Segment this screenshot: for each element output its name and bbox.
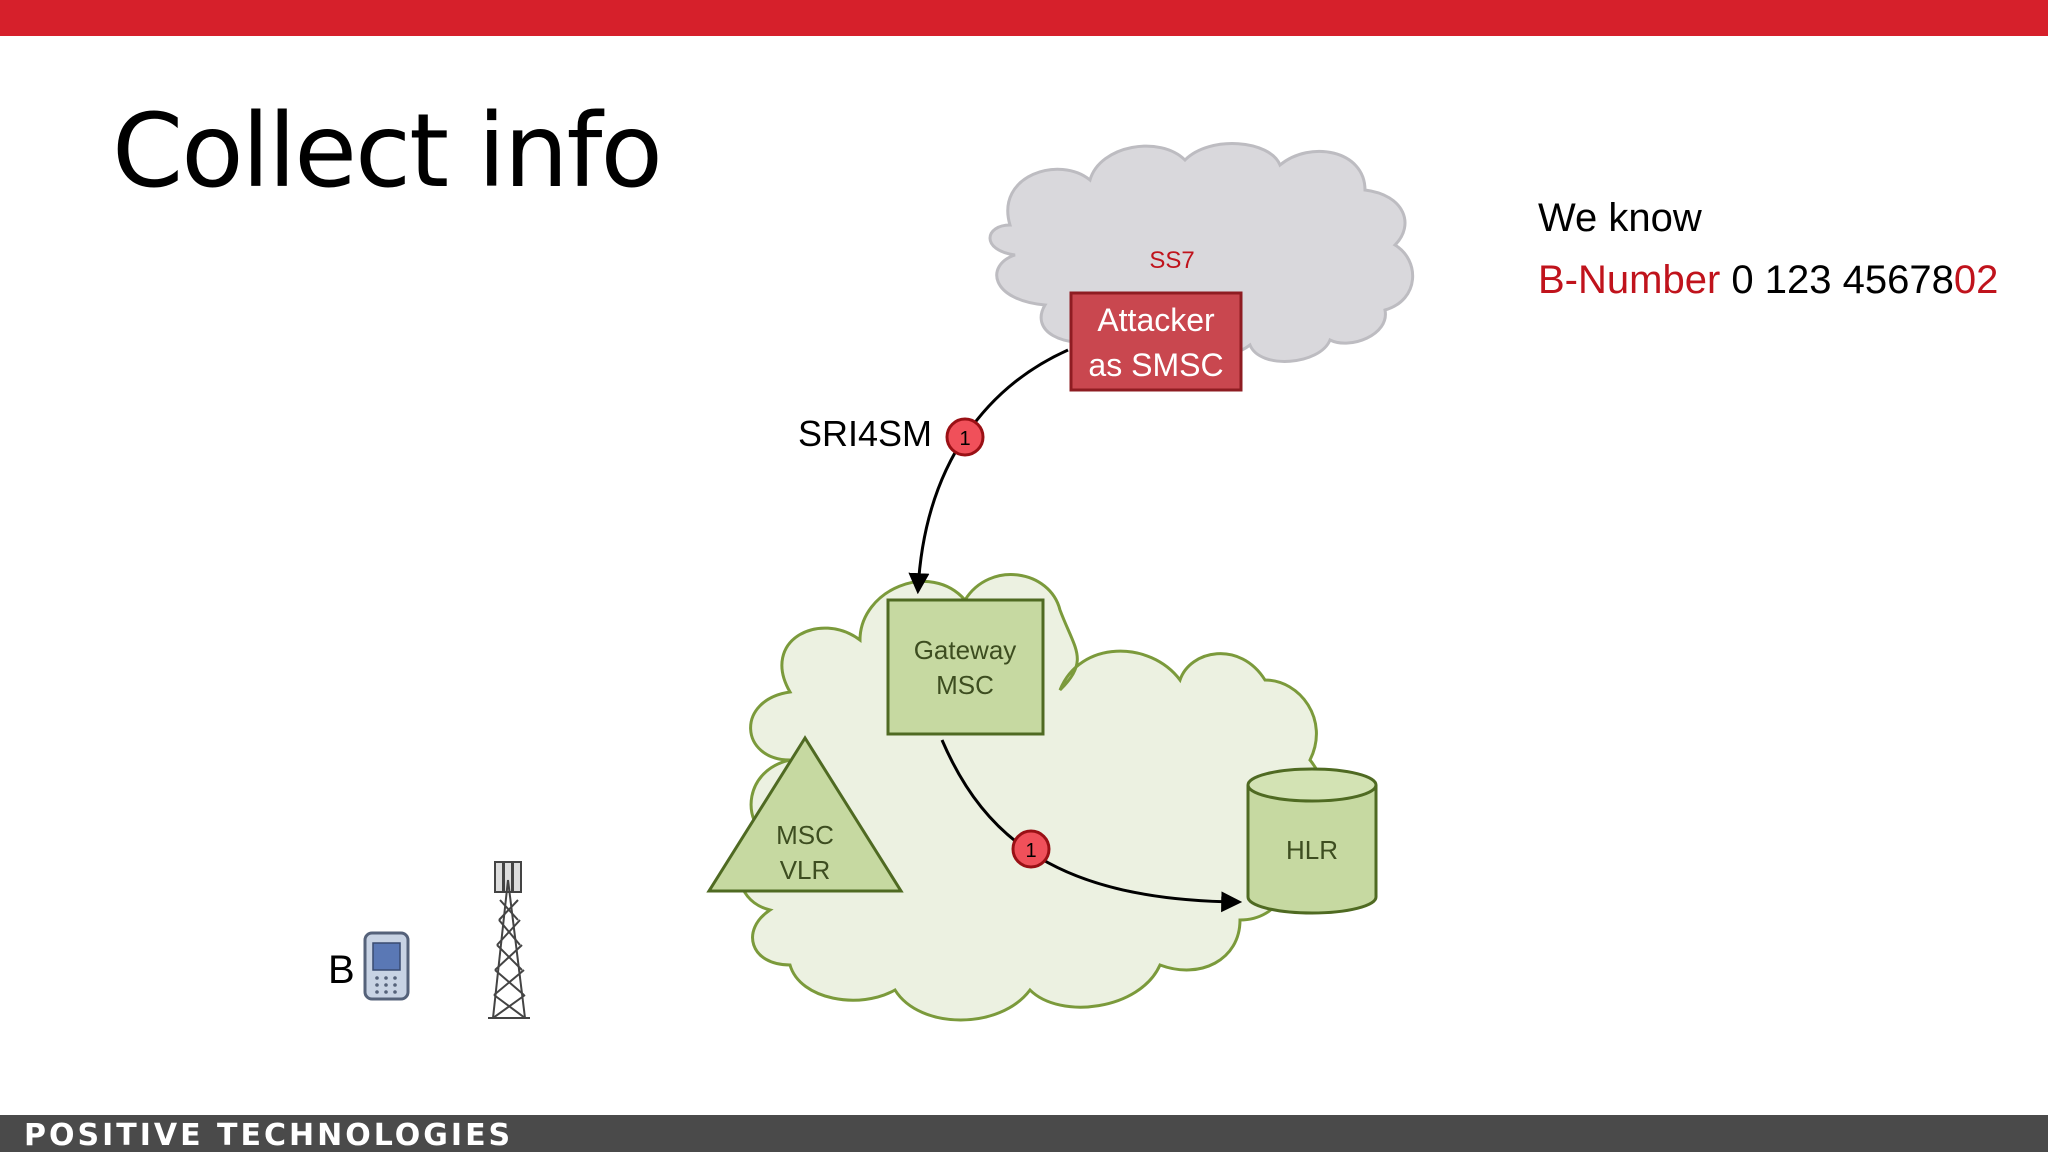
sri4sm-label: SRI4SM <box>798 413 932 454</box>
b-number-main: 0 123 45678 <box>1731 258 1954 302</box>
gateway-label-line1: Gateway <box>914 635 1017 665</box>
known-heading: We know <box>1538 196 1702 240</box>
b-number-suffix: 02 <box>1953 258 1999 302</box>
hlr-database-node: HLR <box>1246 767 1378 915</box>
top-accent-bar <box>0 0 2048 36</box>
b-number-label: B-Number <box>1538 258 1721 302</box>
cell-tower-icon <box>488 861 530 1019</box>
step-badge: 1 <box>1011 829 1051 869</box>
known-b-number: B-Number 0 123 4567802 <box>1538 258 1998 303</box>
hlr-label: HLR <box>1286 835 1338 865</box>
sri4sm-arrow <box>908 348 1069 595</box>
step-badge-number: 1 <box>959 428 970 450</box>
footer-brand-logo: POSITIVE TECHNOLOGIES <box>24 1118 514 1153</box>
msc-vlr-node: MSC VLR <box>706 735 904 893</box>
step-badge-number: 1 <box>1025 840 1036 862</box>
msc-vlr-label-line2: VLR <box>780 855 831 885</box>
mobile-phone-icon <box>363 931 410 1001</box>
gateway-label-line2: MSC <box>936 670 994 700</box>
ss7-label: SS7 <box>1149 247 1194 274</box>
attacker-label-line2: as SMSC <box>1088 347 1223 383</box>
slide-title: Collect info <box>112 92 663 211</box>
subscriber-label: B <box>328 948 355 992</box>
attacker-label-line1: Attacker <box>1097 302 1215 338</box>
gateway-msc-node: Gateway MSC <box>886 598 1045 736</box>
footer-bar <box>0 1115 2048 1152</box>
attacker-node: Attacker as SMSC <box>1069 291 1243 392</box>
msc-vlr-label-line1: MSC <box>776 820 834 850</box>
step-badge: 1 <box>945 417 985 457</box>
